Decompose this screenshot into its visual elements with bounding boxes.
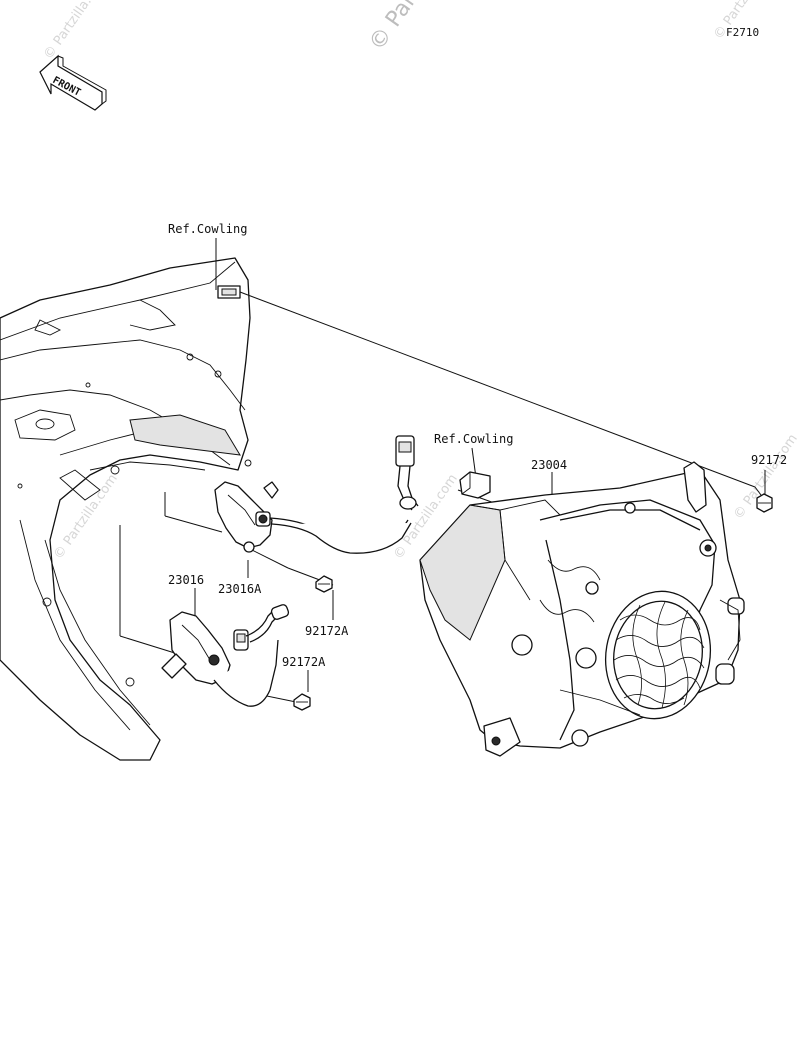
screw-92172 — [756, 493, 773, 513]
watermark-left: © Partzilla.com — [41, 0, 111, 62]
screw-92172a-upper — [315, 575, 333, 593]
label-screw-92172a-upper: 92172A — [305, 624, 349, 638]
label-ref-cowling-top: Ref.Cowling — [168, 222, 247, 236]
cowling-clip — [459, 471, 491, 499]
figure-code: F2710 — [726, 26, 759, 39]
lens-honeycomb — [613, 601, 705, 709]
label-screw-92172a-lower: 92172A — [282, 655, 326, 669]
label-headlamp-23004: 23004 — [531, 458, 567, 472]
screw-92172a-lower — [293, 693, 311, 711]
front-arrow-icon: FRONT — [39, 54, 107, 111]
leader-lines — [119, 238, 766, 703]
callout-labels: Ref.Cowling Ref.Cowling 23004 92172 2301… — [168, 222, 787, 669]
socket-23016 — [161, 604, 290, 707]
label-ref-cowling-mid: Ref.Cowling — [434, 432, 513, 446]
headlamp-assembly-23004 — [419, 461, 745, 757]
label-socket-23016: 23016 — [168, 573, 204, 587]
socket-23016a — [214, 481, 412, 554]
harness-connector — [395, 435, 419, 511]
watermark-center: © Partzilla.com — [364, 0, 482, 55]
label-screw-92172: 92172 — [751, 453, 787, 467]
label-socket-23016a: 23016A — [218, 582, 262, 596]
cowling-body — [0, 257, 252, 761]
